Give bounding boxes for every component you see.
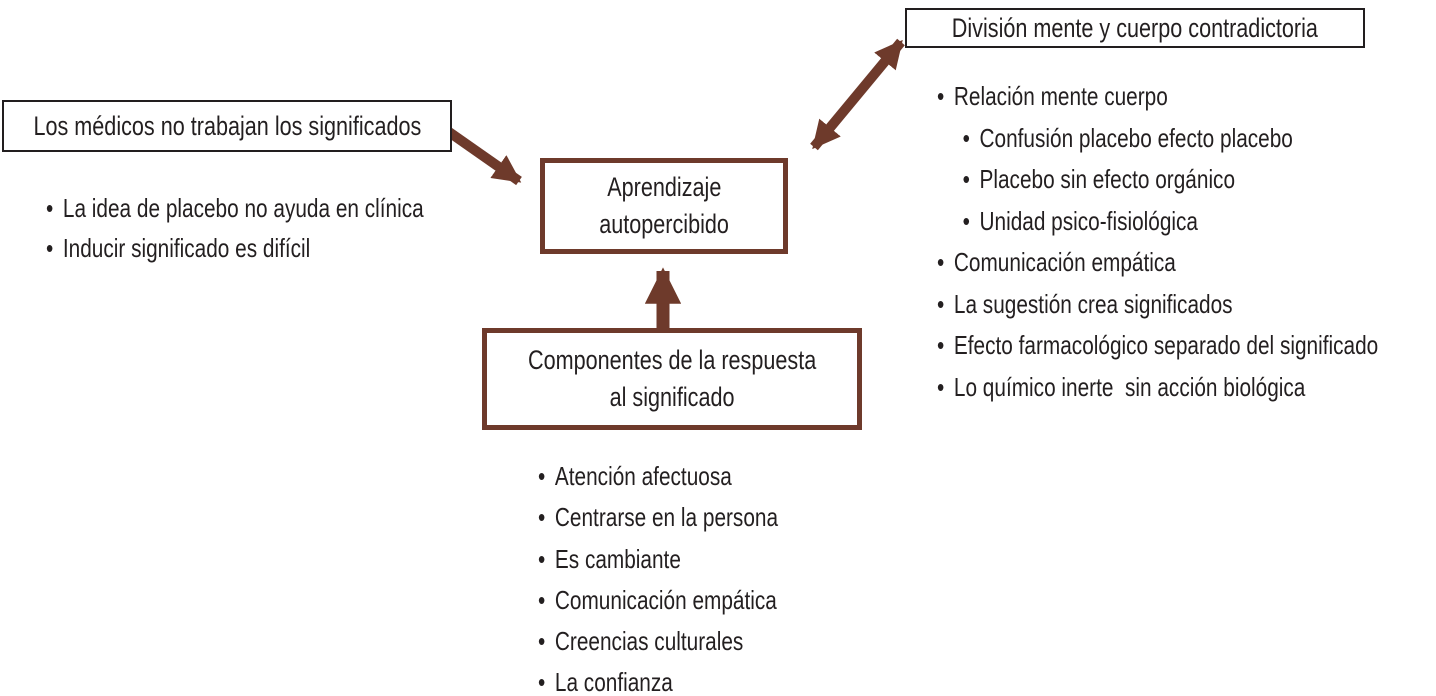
node-componentes-title-line1: Componentes de la respuesta <box>527 345 817 375</box>
bullet-icon: • <box>538 584 546 615</box>
arrow-aprendizaje-division-bidirectional <box>810 38 905 151</box>
list-item-label: La confianza <box>554 667 673 696</box>
list-item-label: La sugestión crea significados <box>953 288 1233 319</box>
list-item-label: Efecto farmacológico separado del signif… <box>953 330 1379 360</box>
bullet-icon: • <box>937 330 945 360</box>
bullet-icon: • <box>538 543 546 574</box>
medicos-bullet-list: •La idea de placebo no ayuda en clínica … <box>46 188 518 268</box>
list-item: • Efecto farmacológico separado del signi… <box>937 325 1378 367</box>
list-item: • Atención afectuosa <box>538 456 778 497</box>
list-item: • Es cambiante <box>538 539 778 580</box>
bullet-icon: • <box>962 205 970 236</box>
list-item-label: Comunicación empática <box>953 247 1176 277</box>
list-item-label: Placebo sin efecto orgánico <box>979 164 1236 194</box>
list-item: • Centrarse en la persona <box>538 497 778 538</box>
node-aprendizaje-title-line2: autopercibido <box>599 209 729 239</box>
list-item-label: Creencias culturales <box>554 626 744 657</box>
bullet-icon: • <box>538 461 546 491</box>
list-item: • Relación mente cuerpo <box>937 76 1378 118</box>
division-bullet-list: • Relación mente cuerpo • Confusión placeb… <box>937 76 1436 408</box>
bullet-icon: • <box>538 626 546 657</box>
bullet-icon: • <box>46 233 54 263</box>
node-componentes-box: Componentes de la respuesta al significa… <box>482 328 862 430</box>
list-item: • La confianza <box>538 662 778 696</box>
node-aprendizaje-title-line1: Aprendizaje <box>606 172 722 202</box>
bullet-icon: • <box>538 502 546 533</box>
bullet-icon: • <box>538 667 546 696</box>
list-item: • La sugestión crea significados <box>937 284 1378 326</box>
list-item: • Inducir significado es difícil <box>46 228 424 268</box>
list-item-label: Es cambiante <box>554 543 681 574</box>
list-item-label: Relación mente cuerpo <box>953 81 1168 111</box>
node-medicos-title: Los médicos no trabajan los significados <box>33 110 421 141</box>
node-medicos-box: Los médicos no trabajan los significados <box>2 100 452 152</box>
bullet-icon: • <box>937 371 945 402</box>
node-componentes-title-line2: al significado <box>609 382 735 412</box>
node-aprendizaje-box: Aprendizaje autopercibido <box>540 158 788 254</box>
bullet-icon: • <box>937 247 945 277</box>
list-subitem: • Unidad psico-fisiológica <box>937 201 1378 243</box>
list-item-label: Centrarse en la persona <box>554 502 779 533</box>
list-item-label: Confusión placebo efecto placebo <box>979 122 1293 153</box>
list-subitem: • Confusión placebo efecto placebo <box>937 118 1378 160</box>
list-item-label: Atención afectuosa <box>554 461 732 491</box>
bullet-icon: • <box>962 164 970 194</box>
list-item: • Creencias culturales <box>538 621 778 662</box>
node-division-box: División mente y cuerpo contradictoria <box>905 8 1365 48</box>
bullet-icon: • <box>937 81 945 111</box>
list-item-label: Lo químico inerte sin acción biológica <box>953 371 1306 402</box>
list-item: • Comunicación empática <box>937 242 1378 284</box>
list-item-label: La idea de placebo no ayuda en clínica <box>62 193 424 223</box>
bullet-icon: • <box>46 193 54 223</box>
list-item: • La idea de placebo no ayuda en clínica <box>46 188 424 228</box>
arrow-medicos-to-aprendizaje <box>446 127 522 186</box>
list-item: • Comunicación empática <box>538 580 778 621</box>
list-item-label: Comunicación empática <box>554 584 777 615</box>
list-item-label: Unidad psico-fisiológica <box>979 205 1198 236</box>
list-item-label: Inducir significado es difícil <box>62 233 311 263</box>
list-subitem: • Placebo sin efecto orgánico <box>937 159 1378 201</box>
bullet-icon: • <box>962 122 970 153</box>
bullet-icon: • <box>937 288 945 319</box>
node-division-title: División mente y cuerpo contradictoria <box>951 12 1319 43</box>
componentes-bullet-list: • Atención afectuosa • Centrarse en la per… <box>538 456 838 696</box>
list-item: • Lo químico inerte sin acción biológica <box>937 367 1378 409</box>
